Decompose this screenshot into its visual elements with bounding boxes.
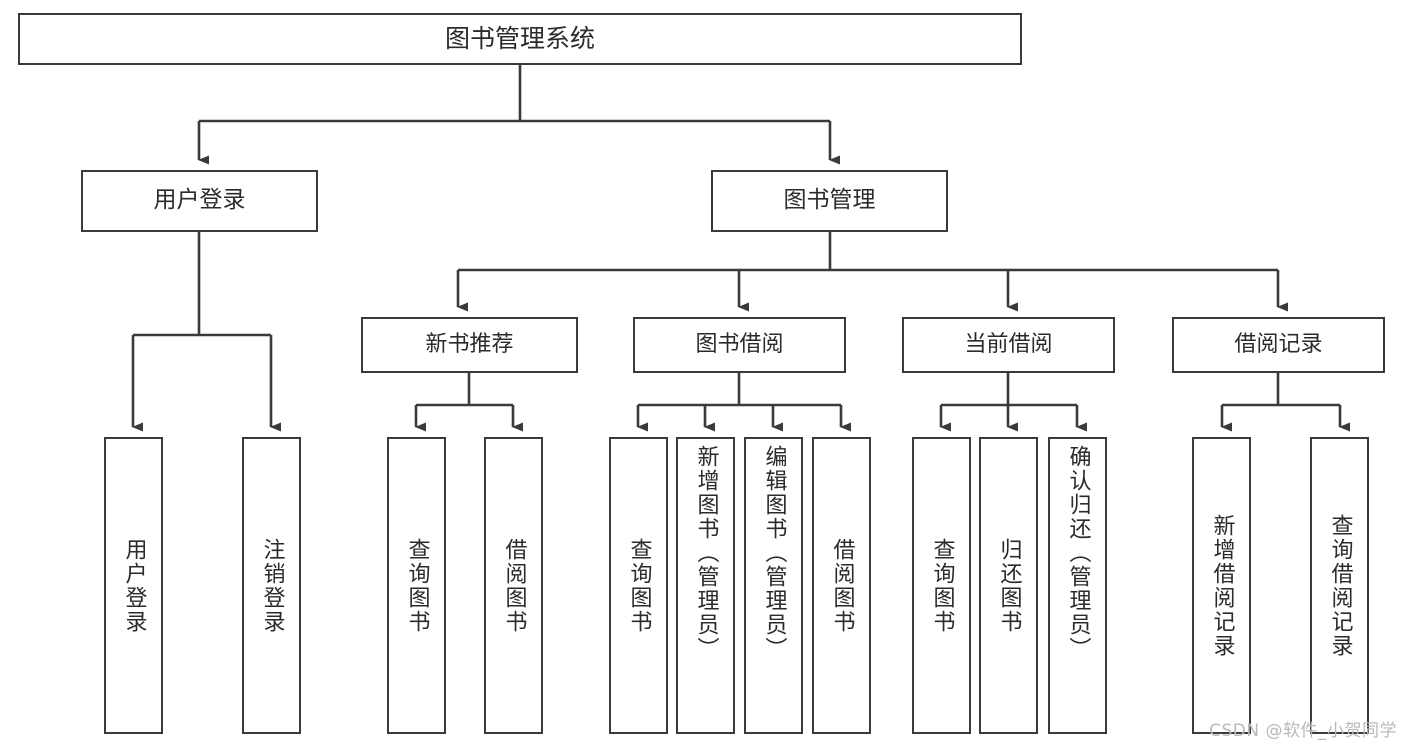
node-root-system[interactable]: 图书管理系统 xyxy=(18,13,1022,65)
leaf-borrow-query-book[interactable]: 查询图书 xyxy=(609,437,668,734)
leaf-borrow-query-book-label: 查询图书 xyxy=(626,537,652,634)
leaf-current-query-book-label: 查询图书 xyxy=(929,537,955,634)
leaf-current-return-book-label: 归还图书 xyxy=(996,537,1022,634)
node-current-borrow-label: 当前借阅 xyxy=(964,332,1053,358)
leaf-user-login-logout-label: 注销登录 xyxy=(259,537,285,634)
leaf-current-return-book[interactable]: 归还图书 xyxy=(979,437,1038,734)
leaf-borrow-add-book[interactable]: 新增图书（管理员） xyxy=(676,437,735,734)
leaf-borrow-edit-book[interactable]: 编辑图书（管理员） xyxy=(744,437,803,734)
leaf-borrow-borrow-book-label: 借阅图书 xyxy=(829,537,855,634)
node-new-book-recommend-label: 新书推荐 xyxy=(425,332,514,358)
node-user-login-label: 用户登录 xyxy=(153,187,246,214)
leaf-current-confirm-return-label: 确认归还（管理员） xyxy=(1065,445,1091,661)
leaf-record-add-record[interactable]: 新增借阅记录 xyxy=(1192,437,1251,734)
leaf-recommend-borrow-book-label: 借阅图书 xyxy=(501,537,527,634)
node-current-borrow[interactable]: 当前借阅 xyxy=(902,317,1115,373)
leaf-record-query-record-label: 查询借阅记录 xyxy=(1327,513,1353,658)
leaf-current-query-book[interactable]: 查询图书 xyxy=(912,437,971,734)
leaf-borrow-add-book-label: 新增图书（管理员） xyxy=(693,445,719,661)
node-book-borrow-label: 图书借阅 xyxy=(695,332,784,358)
node-borrow-record[interactable]: 借阅记录 xyxy=(1172,317,1385,373)
leaf-user-login-login-label: 用户登录 xyxy=(121,537,147,634)
leaf-user-login-login[interactable]: 用户登录 xyxy=(104,437,163,734)
node-borrow-record-label: 借阅记录 xyxy=(1234,332,1323,358)
leaf-borrow-edit-book-label: 编辑图书（管理员） xyxy=(761,445,787,661)
node-book-borrow[interactable]: 图书借阅 xyxy=(633,317,846,373)
leaf-recommend-borrow-book[interactable]: 借阅图书 xyxy=(484,437,543,734)
leaf-recommend-query-book-label: 查询图书 xyxy=(404,537,430,634)
node-root-system-label: 图书管理系统 xyxy=(444,24,595,54)
leaf-recommend-query-book[interactable]: 查询图书 xyxy=(387,437,446,734)
leaf-user-login-logout[interactable]: 注销登录 xyxy=(242,437,301,734)
node-new-book-recommend[interactable]: 新书推荐 xyxy=(361,317,578,373)
leaf-borrow-borrow-book[interactable]: 借阅图书 xyxy=(812,437,871,734)
leaf-record-add-record-label: 新增借阅记录 xyxy=(1209,513,1235,658)
leaf-record-query-record[interactable]: 查询借阅记录 xyxy=(1310,437,1369,734)
node-book-management-label: 图书管理 xyxy=(783,187,876,214)
node-book-management[interactable]: 图书管理 xyxy=(711,170,948,232)
leaf-current-confirm-return[interactable]: 确认归还（管理员） xyxy=(1048,437,1107,734)
node-user-login[interactable]: 用户登录 xyxy=(81,170,318,232)
